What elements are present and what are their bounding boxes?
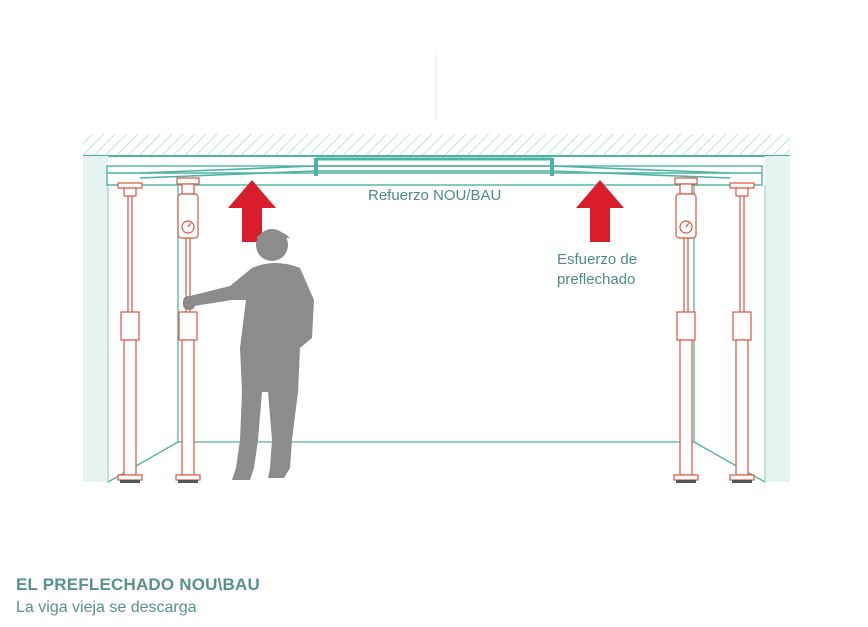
prestress-label-line-1: Esfuerzo de (557, 251, 638, 268)
wall-left (83, 156, 109, 482)
prop-right-inner (673, 177, 699, 483)
reinforcement-plate (139, 157, 731, 179)
prop-right-outer (729, 182, 755, 483)
reinforcement-label: Refuerzo NOU/BAU (368, 187, 502, 204)
back-room-outline (107, 180, 766, 483)
prop-left-inner (175, 177, 201, 483)
wall-right (764, 156, 790, 482)
worker-silhouette (183, 229, 314, 480)
old-beam (106, 165, 763, 186)
prestress-label: Esfuerzo de preflechado (557, 250, 677, 290)
caption-title: EL PREFLECHADO NOU\BAU (16, 575, 260, 594)
prestress-label-line-2: preflechado (557, 271, 636, 288)
ceiling-slab (83, 134, 790, 157)
caption-subtitle: La viga vieja se descarga (16, 599, 197, 616)
up-arrow-icon (228, 180, 276, 242)
up-arrow-icon (576, 180, 624, 242)
prop-left-outer (117, 182, 143, 483)
